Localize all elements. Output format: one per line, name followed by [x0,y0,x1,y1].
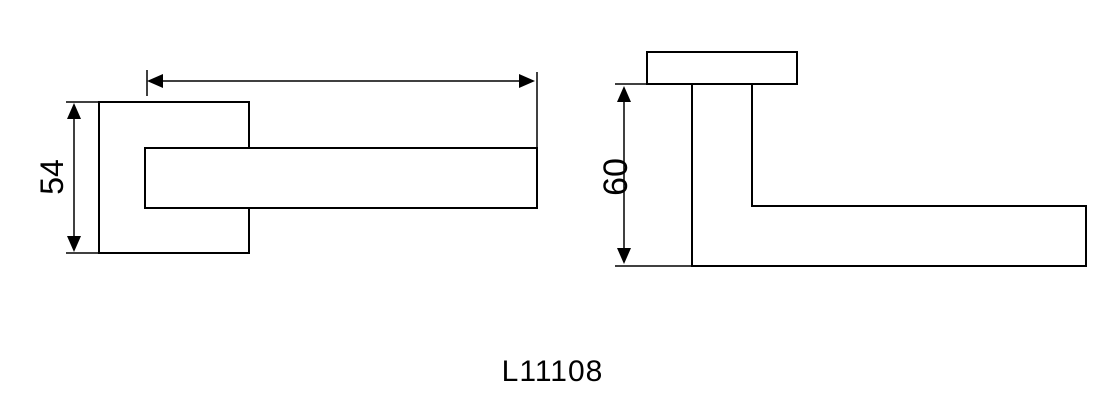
side-lever-profile [691,84,1087,267]
front-height-label: 54 [34,159,70,195]
front-lever-bar [144,147,538,209]
front-view: 54 [34,70,538,254]
front-height-arrow-top [67,103,81,119]
front-height-arrow-bottom [67,236,81,252]
front-length-arrow-left [147,74,163,88]
side-height-arrow-bottom [617,248,631,264]
side-rose-plate [646,51,798,85]
front-length-arrow-right [519,74,535,88]
side-height-arrow-top [617,86,631,102]
side-view: 60 [597,51,1087,267]
side-height-label: 60 [597,158,635,196]
model-code-label: L11108 [501,355,604,388]
